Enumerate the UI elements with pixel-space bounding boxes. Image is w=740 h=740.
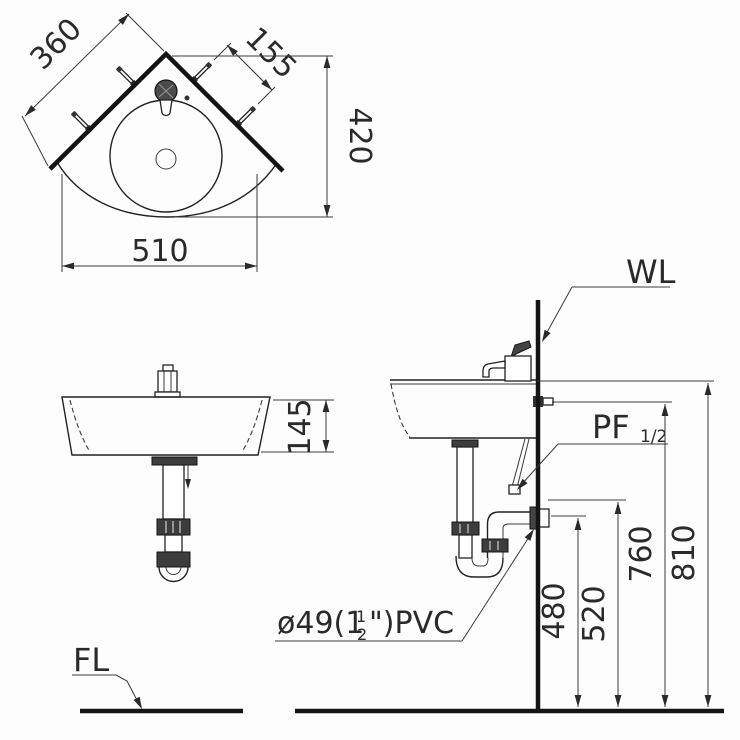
coupling-nut-riser — [481, 538, 509, 553]
dim-label-760: 760 — [624, 525, 659, 582]
riser-outer — [486, 511, 532, 558]
faucet-spout-plan — [159, 99, 173, 117]
dim-label-480: 480 — [537, 582, 572, 639]
dim-label-510: 510 — [131, 234, 188, 269]
drain-note-frac-top: 1 — [356, 607, 366, 626]
popup-knob-plan — [184, 95, 190, 101]
drain-flange-side — [451, 439, 479, 448]
faucet-body-side — [504, 355, 532, 382]
dimension-810: 810 — [667, 383, 712, 707]
floor-line-callout: FL — [72, 641, 142, 709]
wall-line-label: WL — [626, 253, 676, 291]
dimension-420: 420 — [172, 55, 377, 218]
bowl-silhouette-right — [241, 399, 263, 453]
bowl-silhouette-left — [69, 399, 91, 453]
pipe-segment — [164, 534, 183, 553]
dim-label-520: 520 — [577, 585, 612, 642]
drain-note-frac-bottom: 2 — [357, 625, 367, 644]
wall-outlet-nut — [538, 508, 550, 528]
popup-rod-arrow — [185, 479, 191, 489]
dimension-155: 155 — [213, 21, 303, 105]
floor-line-label: FL — [73, 641, 109, 679]
side-view: WL PF 1/2 ø49(1 1 2 ")PVC — [275, 253, 724, 714]
dim-label-420: 420 — [342, 107, 377, 164]
wall-leader-arrow — [542, 329, 551, 342]
faucet-spout-side — [482, 360, 506, 378]
drain-note-start: ø49(1 — [277, 606, 364, 641]
front-view: 145 FL — [61, 364, 334, 714]
trap-side-view — [451, 439, 550, 578]
dimension-145: 145 — [261, 398, 334, 456]
faucet-handle — [510, 340, 532, 359]
drain-hole — [155, 148, 177, 170]
supply-fraction-label: 1/2 — [640, 427, 667, 447]
drain-size-callout: ø49(1 1 2 ")PVC — [275, 529, 534, 644]
top-view: 360 155 420 510 — [21, 12, 377, 272]
supply-leader-arrow — [517, 478, 528, 490]
pipe-segment-side — [458, 534, 473, 559]
tailpipe — [162, 464, 185, 520]
wall-line-callout: WL — [542, 253, 676, 342]
dimension-520: 520 — [577, 502, 622, 707]
supply-tube — [508, 438, 530, 495]
dim-label-155: 155 — [238, 21, 303, 86]
dim-label-360: 360 — [24, 12, 89, 77]
drain-note-end: ")PVC — [369, 606, 454, 641]
drain-flange — [151, 456, 198, 466]
faucet-hatch — [158, 84, 174, 98]
faucet-side-view — [482, 340, 532, 382]
basin-outline-top — [56, 161, 278, 218]
trap-u-bend — [158, 566, 189, 583]
dimension-360: 360 — [21, 12, 165, 167]
dim-label-145: 145 — [283, 398, 318, 455]
angle-valve — [508, 484, 521, 495]
dimension-760: 760 — [624, 404, 669, 707]
bowl-circle — [109, 99, 223, 213]
drain-leader-arrow — [524, 529, 534, 541]
coupling-nut — [156, 551, 191, 568]
dim-label-810: 810 — [667, 524, 702, 581]
supply-label: PF — [592, 408, 630, 446]
corner-walls — [48, 50, 285, 173]
basin-front-body — [61, 396, 271, 456]
floor-leader-arrow — [133, 696, 142, 709]
drain-front-view — [151, 456, 198, 583]
riser-inner — [502, 523, 532, 558]
dimension-510: 510 — [61, 174, 258, 272]
coupling-nut-side — [451, 521, 480, 536]
trap-bottom-outer — [455, 555, 504, 578]
faucet-top-view — [154, 79, 190, 117]
supply-callout: PF 1/2 — [517, 408, 668, 490]
dimension-480: 480 — [537, 518, 582, 707]
faucet-front-view — [154, 364, 181, 398]
tailpipe-side — [456, 446, 474, 524]
basin-profile-dashed — [390, 383, 411, 438]
